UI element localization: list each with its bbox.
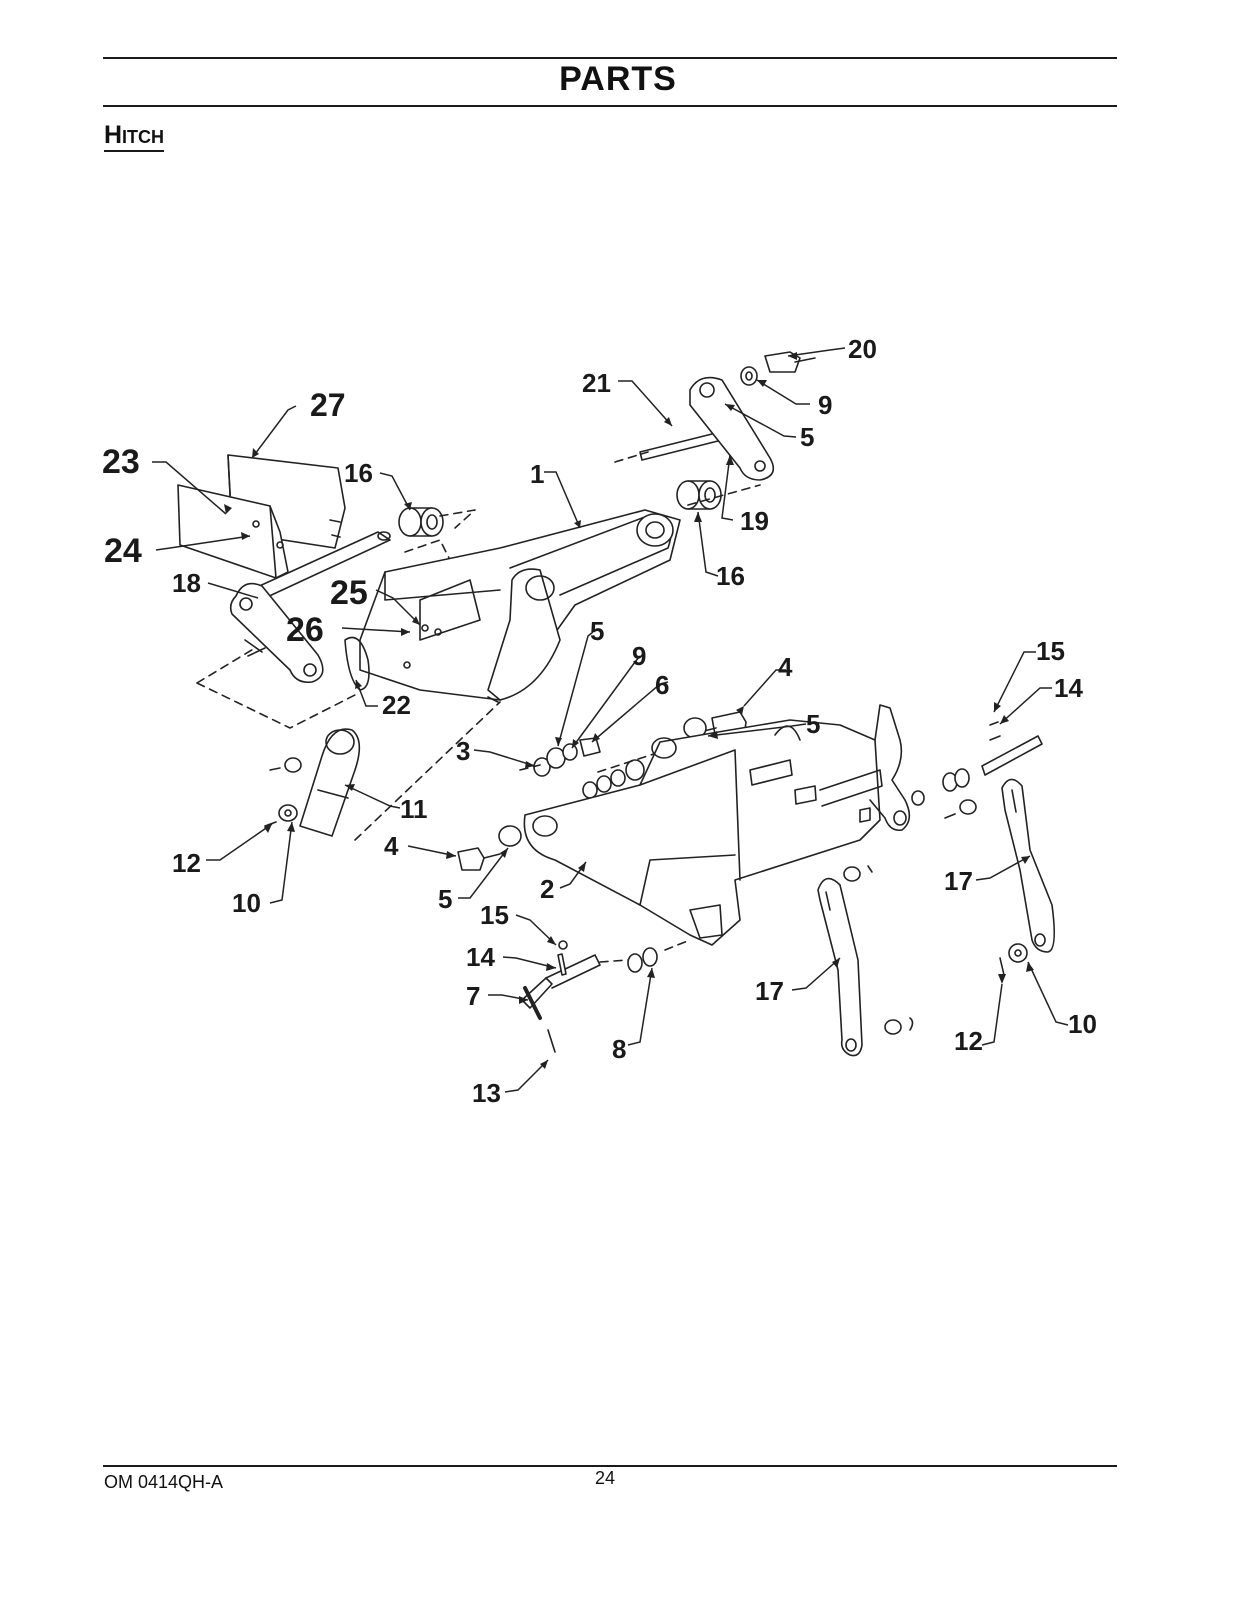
part-10-washer-right [1008,943,1028,963]
part-9-washer-top [740,366,758,386]
callout-24: 24 [104,532,142,570]
callout-14-right: 14 [1054,673,1083,703]
callout-16-right: 16 [716,561,745,591]
callout-18: 18 [172,568,201,598]
callout-9-top: 9 [818,390,832,420]
callout-10-left: 10 [232,888,261,918]
callout-19: 19 [740,506,769,536]
callout-8: 8 [612,1034,626,1064]
part-21-pin [639,431,723,461]
part-22-clip [344,636,370,691]
callout-20-label: 20 [848,334,877,364]
footer-page-number: 24 [595,1468,616,1488]
part-4-bolt-lower [457,847,501,871]
part-11-turnbuckle [299,728,361,837]
part-2-lower-frame [523,704,925,946]
callout-23: 23 [102,443,140,481]
callout-13: 13 [472,1078,501,1108]
callout-5-mid: 5 [590,616,604,646]
callout-11: 11 [400,794,428,824]
part-16-bushing-right [676,480,722,510]
part-17-arm-middle [817,877,863,1057]
callout-12-left: 12 [172,848,201,878]
callout-3: 3 [456,736,470,766]
callout-12-right: 12 [954,1026,983,1056]
callout-26: 26 [286,611,324,649]
part-16-bushing-left [398,507,444,537]
part-15-keeper [558,940,568,950]
callout-27: 27 [310,387,346,423]
callout-15-lower: 15 [480,900,509,930]
callout-5-top: 5 [800,422,814,452]
callout-7: 7 [466,981,480,1011]
callout-5-lower: 5 [438,884,452,914]
callout-22: 22 [382,690,411,720]
callout-17-middle: 17 [755,976,784,1006]
part-18-link-arm [229,531,391,684]
part-5-washer-lower [498,825,522,847]
callout-25: 25 [330,574,368,612]
header-top-rule [103,57,1117,59]
callout-4-top: 4 [778,652,793,682]
part-19-arm [689,376,775,481]
part-3-5-6-9-hardware [533,737,645,799]
part-1-main-frame [359,509,681,703]
callout-1: 1 [530,459,544,489]
callout-15-right: 15 [1036,636,1065,666]
part-17-arm-right [1001,778,1056,953]
part-10-washer-left [278,757,302,822]
callout-5-right: 5 [806,709,820,739]
callout-9-mid: 9 [632,641,646,671]
section-title: Hitch [104,121,165,152]
part-hardware-right [942,721,1043,819]
callout-17-right: 17 [944,866,973,896]
part-13-clip [547,1029,556,1053]
callout-21-label: 21 [582,368,611,398]
callout-16-left: 16 [344,458,373,488]
callout-14-lower: 14 [466,942,495,972]
footer-doc-id: OM 0414QH-A [104,1472,224,1492]
callout-6: 6 [655,670,669,700]
part-8-washers [627,947,658,973]
callout-10-right: 10 [1068,1009,1097,1039]
header-bottom-rule [103,105,1117,107]
part-23-24-bracket [177,484,289,579]
callout-4-lower: 4 [384,831,399,861]
page-title: PARTS [559,60,677,98]
footer-rule [103,1465,1117,1467]
callout-2: 2 [540,874,554,904]
part-14-pin [557,953,567,976]
part-7-hitch-pin [521,954,601,1020]
